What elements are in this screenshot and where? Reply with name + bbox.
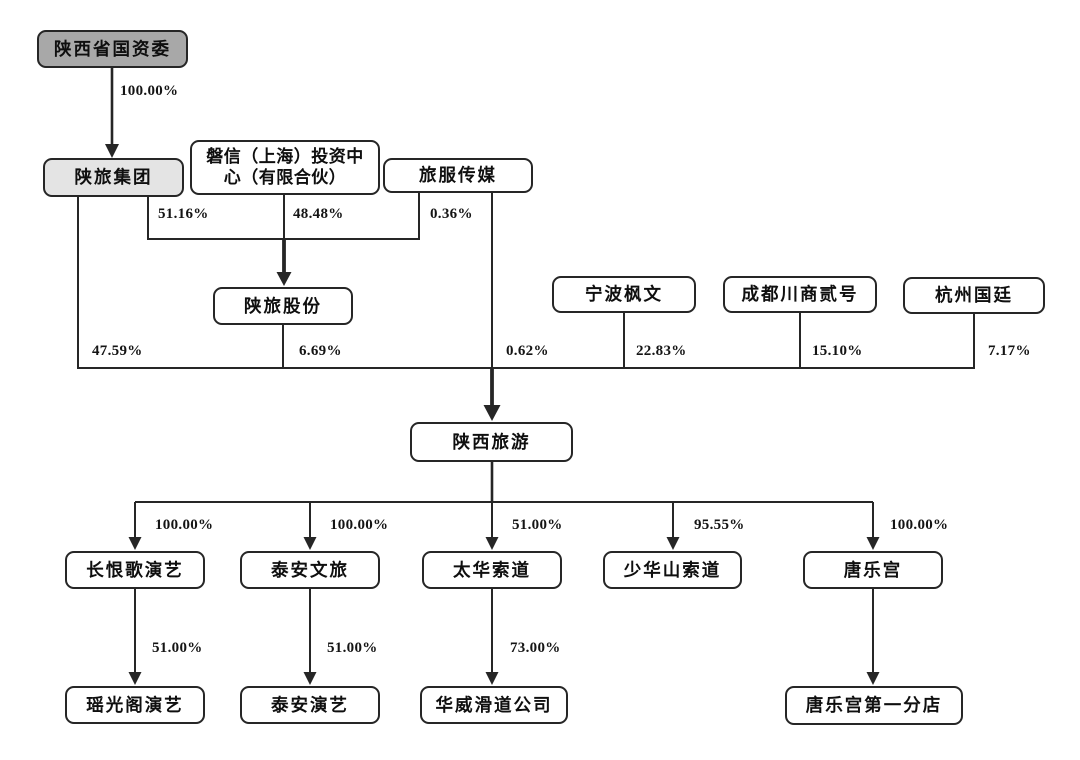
- edge-label-panxin-slgf: 48.48%: [293, 206, 344, 222]
- edge-label-sxly-tanglegong: 100.00%: [890, 517, 949, 533]
- edge-label-sxly-shaohuashan: 95.55%: [694, 517, 745, 533]
- node-tanglegong: 唐乐宫: [803, 551, 943, 589]
- node-lvfu-media: 旅服传媒: [383, 158, 533, 193]
- edge-label-slgf-sxly: 6.69%: [299, 343, 342, 359]
- node-changhenge-yanyi: 长恨歌演艺: [65, 551, 205, 589]
- node-shaanxi-lvyou-gufen: 陕旅股份: [213, 287, 353, 325]
- node-shaanxi-tourism-group: 陕旅集团: [43, 158, 184, 197]
- node-shaohuashan-suodao: 少华山索道: [603, 551, 742, 589]
- edge-label-sxly-changhenge: 100.00%: [155, 517, 214, 533]
- node-shaanxi-tourism: 陕西旅游: [410, 422, 573, 462]
- edge-label-sxly-taianwenlv: 100.00%: [330, 517, 389, 533]
- edge-label-ningbo-sxly: 22.83%: [636, 343, 687, 359]
- edge-label-changhenge-yaoguangge: 51.00%: [152, 640, 203, 656]
- node-ningbo-fengwen: 宁波枫文: [552, 276, 696, 313]
- node-taian-wenlv: 泰安文旅: [240, 551, 380, 589]
- edge-label-hangzhou-sxly: 7.17%: [988, 343, 1031, 359]
- edge-label-lvfu-sxly: 0.62%: [506, 343, 549, 359]
- edge-label-lvfu-slgf: 0.36%: [430, 206, 473, 222]
- node-huawei-huadao: 华威滑道公司: [420, 686, 568, 724]
- edge-label-taianwenlv-taianyanyi: 51.00%: [327, 640, 378, 656]
- node-chengdu-chuanshang: 成都川商贰号: [723, 276, 877, 313]
- node-hangzhou-guoting: 杭州国廷: [903, 277, 1045, 314]
- node-tanglegong-branch: 唐乐宫第一分店: [785, 686, 963, 725]
- node-sasac: 陕西省国资委: [37, 30, 188, 68]
- edge-label-group-slgf: 51.16%: [158, 206, 209, 222]
- node-panxin: 磐信（上海）投资中心（有限合伙）: [190, 140, 380, 195]
- node-taihua-suodao: 太华索道: [422, 551, 562, 589]
- node-yaoguangge-yanyi: 瑶光阁演艺: [65, 686, 205, 724]
- edge-label-group-sxly: 47.59%: [92, 343, 143, 359]
- edge-label-chengdu-sxly: 15.10%: [812, 343, 863, 359]
- edge-label-taihua-huawei: 73.00%: [510, 640, 561, 656]
- edge-label-sxly-taihua: 51.00%: [512, 517, 563, 533]
- node-taian-yanyi: 泰安演艺: [240, 686, 380, 724]
- edge-label-sasac-group: 100.00%: [120, 83, 179, 99]
